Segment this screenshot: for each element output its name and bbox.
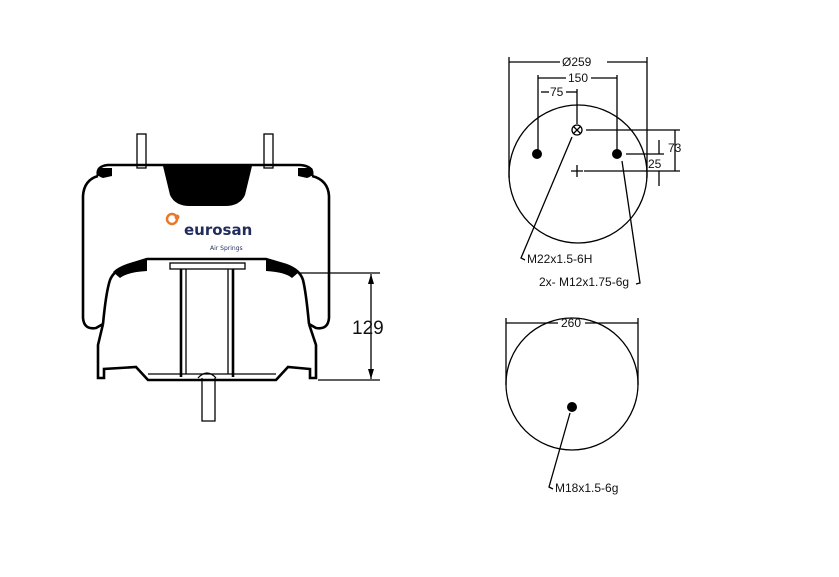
bellows: [81, 174, 331, 330]
brand-name: eurosan: [184, 221, 252, 239]
bottom-plate-outline: [505, 317, 639, 451]
bottom-stud-thread-label: M18x1.5-6g: [555, 481, 618, 495]
leader-bottom-stud: [548, 412, 571, 490]
side-view: eurosan Air Springs 129: [81, 133, 384, 422]
height-dimension: 129: [352, 318, 384, 339]
bottom-view: 260 M18x1.5-6g: [505, 316, 639, 495]
bottom-diameter-dimension: 260: [561, 316, 581, 330]
top-center-boss: [163, 166, 252, 206]
offset-small-dimension: 25: [648, 157, 662, 171]
piston-tube-cap: [169, 262, 246, 270]
piston-top: [101, 257, 311, 325]
piston-body: [96, 323, 318, 382]
air-inlet-thread-label: M22x1.5-6H: [527, 252, 592, 266]
top-bead-left: [96, 168, 112, 178]
bottom-stud-hole: [567, 402, 577, 412]
piston-shoulder-left: [113, 259, 147, 278]
brand-subtitle: Air Springs: [210, 245, 243, 252]
stud-hole-left: [532, 149, 542, 159]
air-inlet-icon: [571, 124, 583, 136]
stud-spacing-dimension: 150: [568, 71, 588, 85]
bottom-stud: [197, 372, 217, 422]
center-mark-icon: [571, 165, 583, 177]
piston-shoulder-right: [266, 259, 299, 278]
stud-thread-label: 2x- M12x1.75-6g: [539, 275, 629, 289]
top-stud-left: [136, 133, 147, 169]
leader-stud: [621, 160, 641, 285]
top-view: Ø259 150 75 73 25 M22x1.5-6H 2x- M12x1.7…: [508, 55, 682, 289]
offset-large-dimension: 73: [668, 141, 682, 155]
top-stud-right: [263, 133, 274, 169]
top-bead-right: [298, 168, 314, 178]
half-spacing-dimension: 75: [550, 85, 564, 99]
eurosan-logo: eurosan Air Springs: [165, 212, 252, 252]
stud-hole-right: [612, 149, 622, 159]
diameter-dimension: Ø259: [562, 55, 592, 69]
leader-air-inlet: [520, 136, 573, 261]
